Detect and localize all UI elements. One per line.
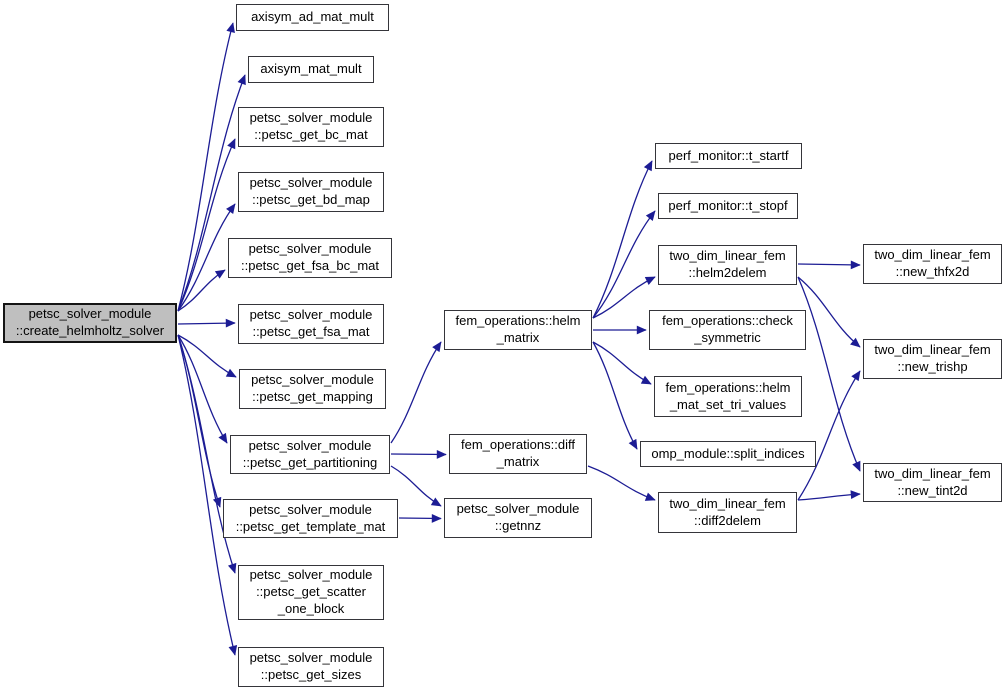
node-t_startf[interactable]: perf_monitor::t_startf xyxy=(655,143,802,169)
node-diff2delem[interactable]: two_dim_linear_fem ::diff2delem xyxy=(658,492,797,533)
edge-create_helmholtz_solver-to-petsc_get_mapping xyxy=(177,334,237,378)
node-new_thfx2d[interactable]: two_dim_linear_fem ::new_thfx2d xyxy=(863,244,1002,284)
edge-helm_matrix-to-helm2delem xyxy=(592,276,656,319)
node-petsc_get_bd_map[interactable]: petsc_solver_module ::petsc_get_bd_map xyxy=(238,172,384,212)
node-axisym_ad_mat_mult[interactable]: axisym_ad_mat_mult xyxy=(236,4,389,31)
edge-diff_matrix-to-diff2delem xyxy=(587,465,656,501)
edge-helm2delem-to-new_trishp xyxy=(797,276,861,348)
edge-create_helmholtz_solver-to-petsc_get_fsa_bc_mat xyxy=(177,269,226,312)
node-new_tint2d[interactable]: two_dim_linear_fem ::new_tint2d xyxy=(863,463,1002,502)
edge-create_helmholtz_solver-to-petsc_get_bc_mat xyxy=(177,138,236,312)
edge-petsc_get_partitioning-to-diff_matrix xyxy=(390,450,447,459)
node-petsc_get_partitioning[interactable]: petsc_solver_module ::petsc_get_partitio… xyxy=(230,435,390,474)
node-petsc_get_fsa_mat[interactable]: petsc_solver_module ::petsc_get_fsa_mat xyxy=(238,304,384,344)
node-axisym_mat_mult[interactable]: axisym_mat_mult xyxy=(248,56,374,83)
node-petsc_get_bc_mat[interactable]: petsc_solver_module ::petsc_get_bc_mat xyxy=(238,107,384,147)
edge-petsc_get_template_mat-to-getnnz xyxy=(398,514,442,523)
edge-create_helmholtz_solver-to-petsc_get_partitioning xyxy=(177,334,228,444)
node-petsc_get_scatter_one_block[interactable]: petsc_solver_module ::petsc_get_scatter … xyxy=(238,565,384,620)
node-petsc_get_sizes[interactable]: petsc_solver_module ::petsc_get_sizes xyxy=(238,647,384,687)
edge-create_helmholtz_solver-to-axisym_mat_mult xyxy=(177,74,246,312)
node-helm_mat_set_tri_values[interactable]: fem_operations::helm _mat_set_tri_values xyxy=(654,376,802,417)
node-petsc_get_template_mat[interactable]: petsc_solver_module ::petsc_get_template… xyxy=(223,499,398,538)
edge-create_helmholtz_solver-to-petsc_get_sizes xyxy=(177,334,238,656)
node-petsc_get_fsa_bc_mat[interactable]: petsc_solver_module ::petsc_get_fsa_bc_m… xyxy=(228,238,392,278)
node-helm2delem[interactable]: two_dim_linear_fem ::helm2delem xyxy=(658,245,797,285)
edge-create_helmholtz_solver-to-axisym_ad_mat_mult xyxy=(177,22,235,312)
node-create_helmholtz_solver[interactable]: petsc_solver_module ::create_helmholtz_s… xyxy=(3,303,177,343)
edge-helm2delem-to-new_thfx2d xyxy=(797,260,861,270)
edge-diff2delem-to-new_tint2d xyxy=(797,490,861,501)
edge-petsc_get_partitioning-to-helm_matrix xyxy=(390,341,442,444)
edge-create_helmholtz_solver-to-petsc_get_bd_map xyxy=(177,203,236,312)
node-new_trishp[interactable]: two_dim_linear_fem ::new_trishp xyxy=(863,339,1002,379)
edge-helm_matrix-to-helm_mat_set_tri_values xyxy=(592,341,652,385)
edge-create_helmholtz_solver-to-petsc_get_fsa_mat xyxy=(177,318,236,328)
edge-helm_matrix-to-split_indices xyxy=(592,341,638,450)
edge-helm_matrix-to-t_stopf xyxy=(592,210,656,319)
edge-helm2delem-to-new_tint2d xyxy=(797,276,861,472)
node-getnnz[interactable]: petsc_solver_module ::getnnz xyxy=(444,498,592,538)
edge-helm_matrix-to-t_startf xyxy=(592,160,653,319)
node-t_stopf[interactable]: perf_monitor::t_stopf xyxy=(658,193,798,219)
node-diff_matrix[interactable]: fem_operations::diff _matrix xyxy=(449,434,587,474)
edge-create_helmholtz_solver-to-petsc_get_scatter_one_block xyxy=(177,334,237,574)
edge-diff2delem-to-new_trishp xyxy=(797,370,861,501)
node-petsc_get_mapping[interactable]: petsc_solver_module ::petsc_get_mapping xyxy=(239,369,386,409)
node-check_symmetric[interactable]: fem_operations::check _symmetric xyxy=(649,310,806,350)
edge-petsc_get_partitioning-to-getnnz xyxy=(390,465,442,507)
node-helm_matrix[interactable]: fem_operations::helm _matrix xyxy=(444,310,592,350)
node-split_indices[interactable]: omp_module::split_indices xyxy=(640,441,816,467)
